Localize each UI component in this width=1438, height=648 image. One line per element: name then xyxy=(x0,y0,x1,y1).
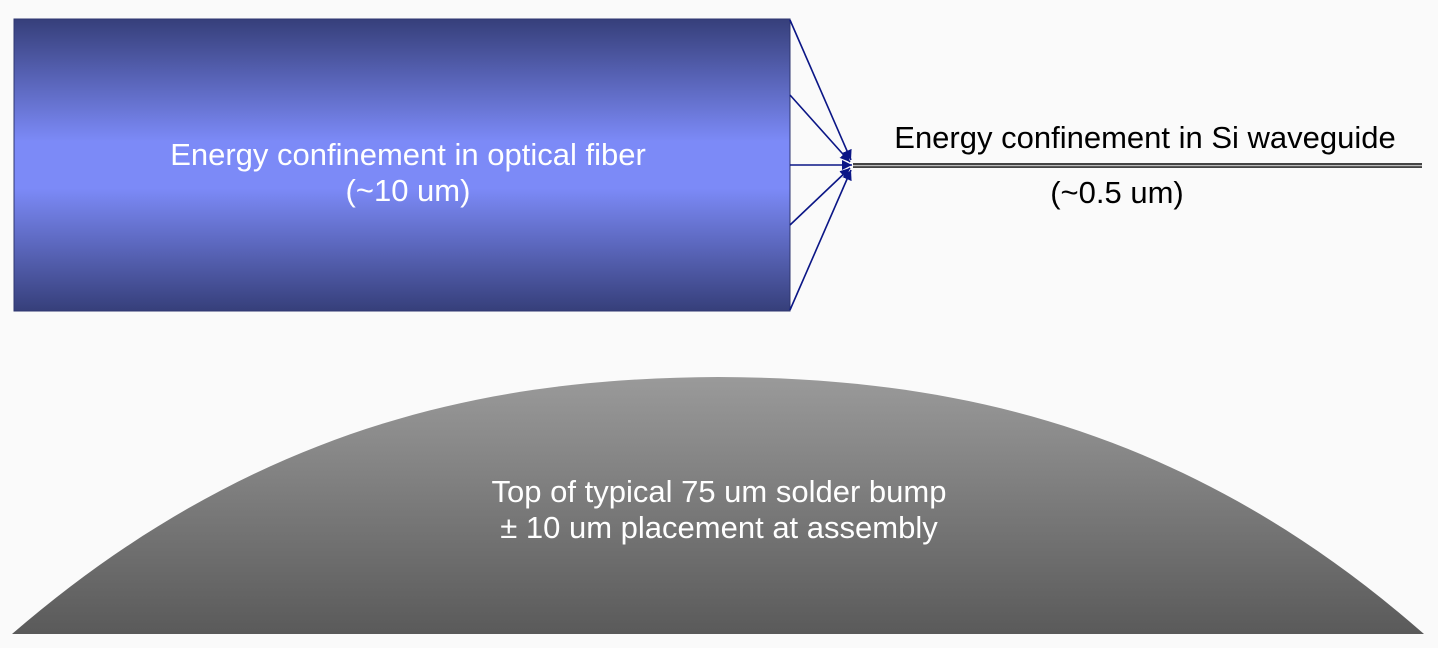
bump-label-line1: Top of typical 75 um solder bump xyxy=(492,474,947,509)
solder-bump: Top of typical 75 um solder bump ± 10 um… xyxy=(12,377,1424,634)
solder-bump-dome xyxy=(12,377,1424,634)
si-waveguide: Energy confinement in Si waveguide (~0.5… xyxy=(853,120,1422,210)
focusing-arrows xyxy=(789,19,852,311)
waveguide-label-line2: (~0.5 um) xyxy=(1050,175,1184,210)
optical-fiber: Energy confinement in optical fiber (~10… xyxy=(13,18,791,312)
arrow-4 xyxy=(789,167,851,226)
arrow-1 xyxy=(789,19,852,161)
arrow-2 xyxy=(789,94,851,163)
fiber-label-line2: (~10 um) xyxy=(346,173,471,208)
waveguide-highlight xyxy=(853,165,1422,167)
waveguide-label-line1: Energy confinement in Si waveguide xyxy=(894,120,1395,155)
arrow-5 xyxy=(789,169,852,311)
bump-label-line2: ± 10 um placement at assembly xyxy=(500,510,938,545)
fiber-core-block xyxy=(13,18,791,312)
fiber-label-line1: Energy confinement in optical fiber xyxy=(170,137,646,172)
